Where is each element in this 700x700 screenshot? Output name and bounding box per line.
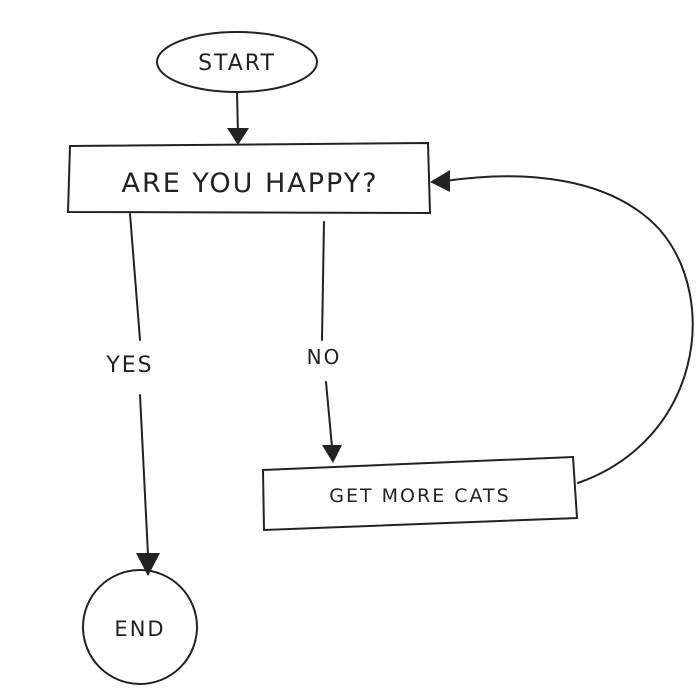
arrow-loop bbox=[444, 175, 694, 484]
arrow-yes bbox=[129, 213, 149, 556]
question-label: ARE YOU HAPPY? bbox=[121, 168, 378, 199]
yes-label: YES bbox=[105, 353, 153, 378]
action-node bbox=[261, 455, 579, 532]
action-label: GET MORE CATS bbox=[329, 485, 510, 507]
no-label: NO bbox=[307, 345, 342, 369]
end-node bbox=[82, 569, 198, 685]
arrow-start-to-question bbox=[236, 91, 239, 136]
arrowhead-question bbox=[227, 128, 249, 145]
end-label: END bbox=[114, 617, 165, 641]
question-node bbox=[66, 141, 432, 215]
arrowhead-end bbox=[136, 553, 160, 576]
start-label: START bbox=[198, 51, 276, 76]
arrow-no bbox=[321, 221, 333, 448]
arrowhead-action bbox=[322, 445, 342, 463]
arrowhead-loop bbox=[430, 170, 450, 192]
